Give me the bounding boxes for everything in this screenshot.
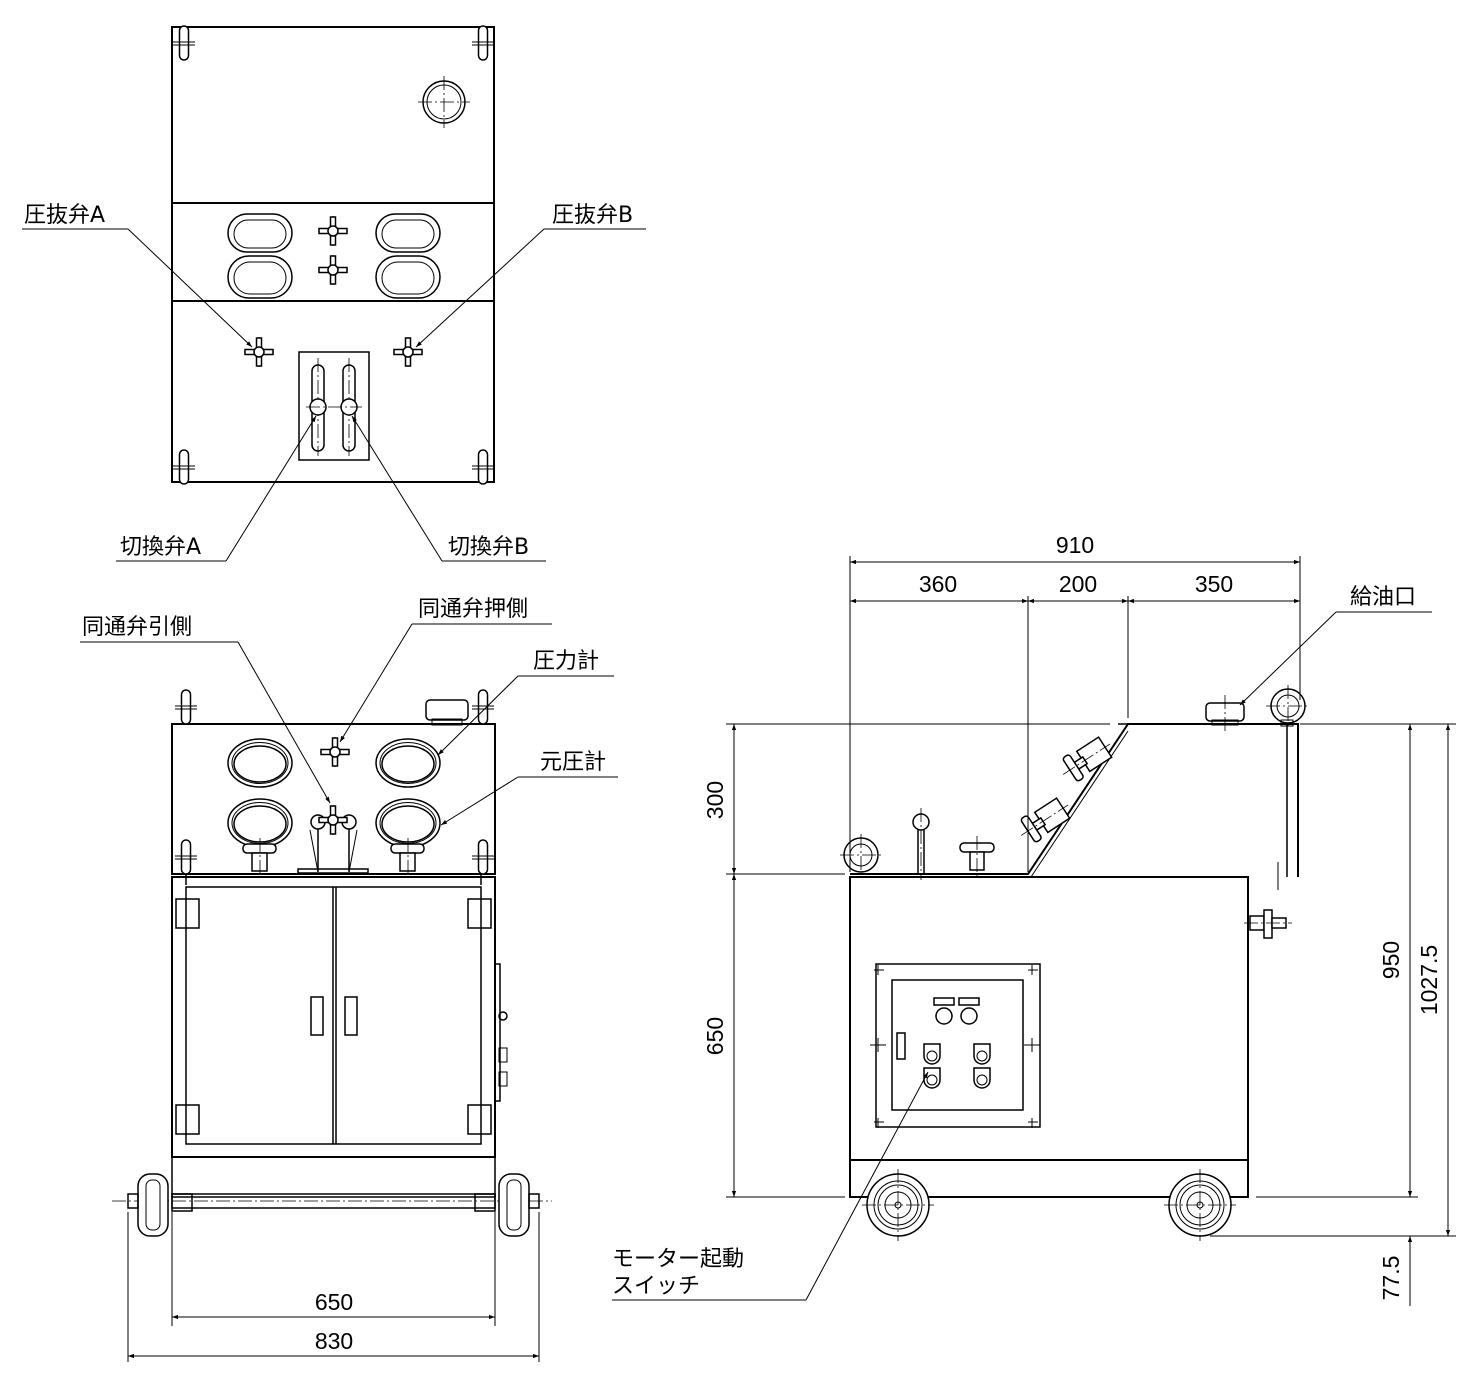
side-slanted-knob-lower [1020,797,1071,843]
wheel-icon [1163,1168,1237,1242]
label-oil-inlet: 給油口 [1350,585,1416,610]
bolt-icon [471,689,495,725]
pressure-gauge-icon [375,738,441,788]
bolt-icon [471,449,495,485]
motor-start-switch-panel [870,963,1041,1128]
label-source-pressure-gauge: 元圧計 [540,750,606,775]
bypass-valve-pull-assembly [297,804,369,874]
label-switch-valve-b: 切換弁B [448,535,529,560]
relief-valve-b-icon [392,336,424,368]
front-view-callouts: 同通弁引側 同通弁押側 圧力計 元圧計 [80,597,618,826]
dim-side-360: 360 [919,571,957,597]
top-view-callouts: 圧抜弁A 圧抜弁B 切換弁A 切換弁B [22,203,646,562]
top-view [171,25,495,485]
dim-side-950: 950 [1378,941,1404,979]
side-view [840,685,1310,1242]
side-cabinet [849,876,1249,1161]
gauge-top-icon [227,213,441,299]
dim-side-200: 200 [1059,571,1097,597]
bolt-icon [172,25,196,61]
front-upper-panel [171,723,496,875]
dim-front-830: 830 [315,1328,353,1354]
bolt-icon [174,689,198,725]
label-bypass-valve-pull: 同通弁引側 [82,615,192,640]
front-dimensions: 650 830 [127,1212,540,1362]
side-wing-nut-icon [959,836,995,878]
dim-front-650: 650 [315,1289,353,1315]
dim-side-350: 350 [1195,571,1233,597]
oil-cap-top-icon [418,76,470,128]
side-oil-cap-icon [1205,695,1245,734]
side-upper-body [850,723,1299,878]
bolt-icon [174,839,198,875]
wing-nut-icon [242,838,277,876]
label-bypass-valve-push: 同通弁押側 [418,597,528,622]
top-view-outline [171,26,495,483]
side-slanted-knob-upper [1062,736,1113,782]
side-bypass-rod [912,808,930,880]
valve-knob-icon [317,215,349,247]
side-left-handle [840,834,882,876]
side-base [849,1159,1249,1198]
bolt-icon [471,25,495,61]
side-right-handle [1266,685,1310,727]
oil-cap-front-icon [425,699,469,726]
front-view: 650 830 [112,689,552,1362]
bolt-icon [172,449,196,485]
switch-valve-panel [298,351,370,461]
side-view-callouts: 給油口 モーター起動 スイッチ [612,585,1432,1301]
label-motor-switch-line1: モーター起動 [612,1247,744,1272]
bolt-icon [471,839,495,875]
dim-side-300: 300 [702,781,728,819]
label-relief-valve-a: 圧抜弁A [24,203,105,228]
relief-valve-a-icon [243,336,275,368]
dim-side-77-5: 77.5 [1378,1256,1404,1301]
wheel-icon [861,1168,935,1242]
side-dimensions: 910 360 200 350 300 650 950 1027.5 77.5 [702,532,1456,1306]
label-switch-valve-a: 切換弁A [120,535,201,560]
dim-side-910: 910 [1056,532,1094,558]
label-pressure-gauge: 圧力計 [533,649,599,674]
side-knob-icon [1244,909,1292,939]
bypass-valve-push-icon [319,736,351,768]
label-motor-switch-line2: スイッチ [612,1274,700,1299]
dim-side-650: 650 [702,1017,728,1055]
gauge-icon [227,738,293,788]
wing-nut-icon [390,838,425,876]
front-base-and-wheels [112,1156,552,1237]
label-relief-valve-b: 圧抜弁B [552,203,633,228]
valve-knob-icon [317,254,349,286]
dim-side-1027-5: 1027.5 [1416,945,1442,1015]
